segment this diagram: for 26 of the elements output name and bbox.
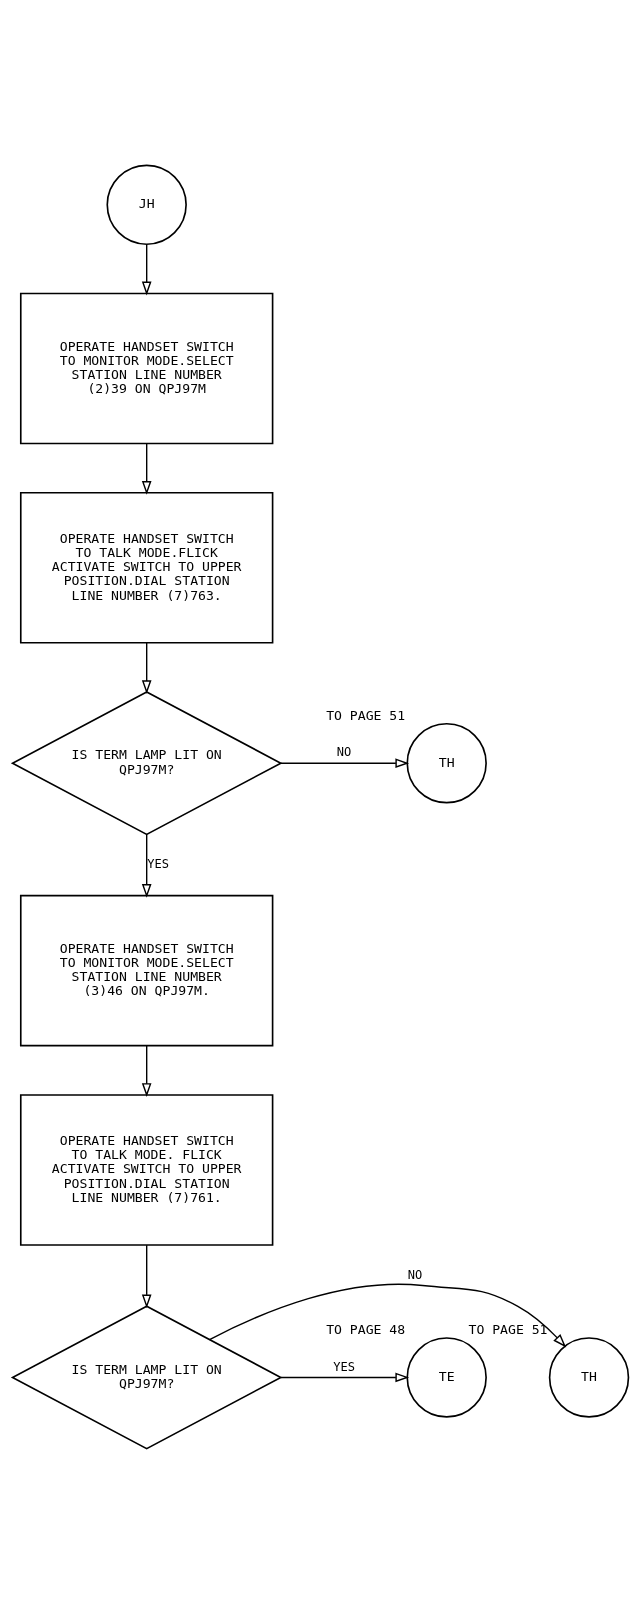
node-circle: JH — [106, 164, 187, 246]
arrow — [208, 1283, 567, 1348]
node-box: OPERATE HANDSET SWITCH TO MONITOR MODE.SELECT STATION LINE NUMBER (2)39 ON QPJ97M — [19, 292, 274, 445]
node-label: TO PAGE 51 — [326, 708, 406, 724]
edge-label: YES — [147, 857, 170, 872]
arrow — [141, 1244, 152, 1309]
node-box: OPERATE HANDSET SWITCH TO MONITOR MODE.SELECT STATION LINE NUMBER (3)46 ON QPJ97M. — [19, 894, 274, 1047]
arrow — [280, 1372, 410, 1383]
node-label: TO PAGE 48 — [326, 1322, 406, 1338]
arrow — [141, 642, 152, 695]
edge-label: NO — [336, 745, 352, 760]
arrow — [141, 1045, 152, 1097]
node-diamond: IS TERM LAMP LIT ON QPJ97M? — [10, 691, 283, 836]
node-circle: TH — [548, 1337, 630, 1418]
node-label: TO PAGE 51 — [468, 1322, 548, 1338]
node-circle: TE — [406, 1337, 487, 1418]
edge-label: NO — [407, 1267, 423, 1282]
node-diamond: IS TERM LAMP LIT ON QPJ97M? — [10, 1305, 283, 1450]
node-box: OPERATE HANDSET SWITCH TO TALK MODE.FLICK ACTIVATE SWITCH TO UPPER POSITION.DIAL STATION LINE NUMBER (7)763. — [19, 491, 274, 644]
arrow — [141, 243, 152, 296]
arrow — [141, 442, 152, 495]
node-circle: TH — [406, 722, 487, 804]
edge-label: YES — [333, 1359, 355, 1374]
arrow — [141, 833, 152, 898]
arrow — [280, 758, 410, 769]
node-box: OPERATE HANDSET SWITCH TO TALK MODE. FLICK ACTIVATE SWITCH TO UPPER POSITION.DIAL STATION LINE NUMBER (7)761. — [19, 1094, 274, 1246]
